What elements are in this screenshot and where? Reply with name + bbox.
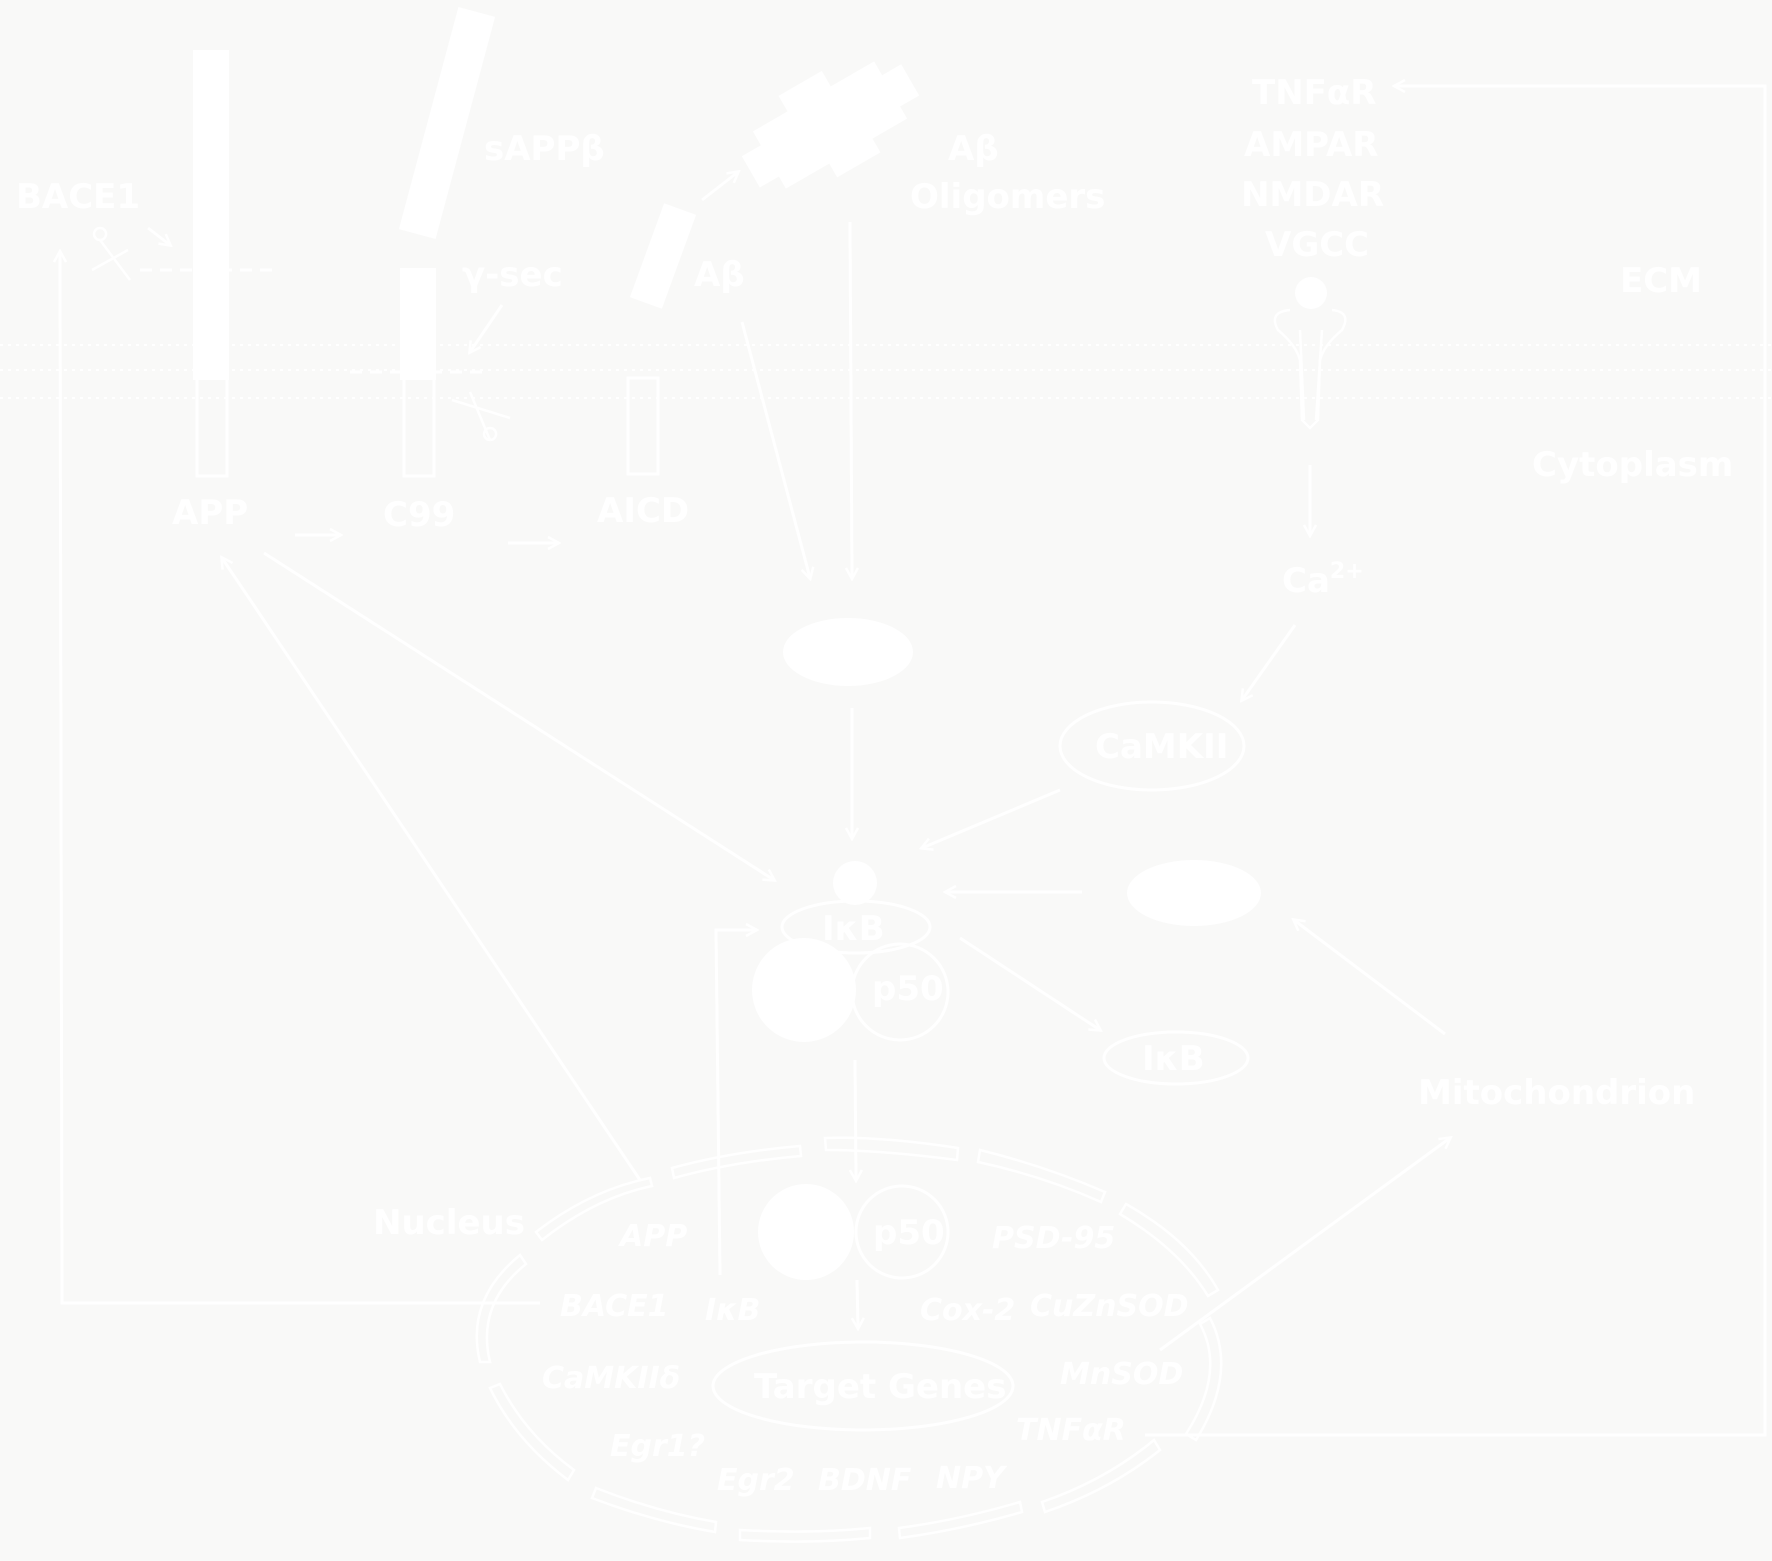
mitochondrion-label: Mitochondrion <box>1418 1073 1695 1113</box>
target-genes-label: Target Genes <box>754 1367 1006 1407</box>
ikb-free-label: IκB <box>1142 1039 1205 1079</box>
gene-cox2: Cox-2 <box>920 1293 1015 1328</box>
aicd-label: AICD <box>597 491 689 531</box>
nfkb-nuclear-dimer <box>758 1184 950 1280</box>
scissors-icon <box>91 226 131 281</box>
sapp-beta-fragment <box>398 7 496 239</box>
target-genes-ellipse <box>711 1340 1015 1432</box>
nucleus-label: Nucleus <box>373 1203 525 1243</box>
pathway-arrows <box>60 86 1767 1437</box>
ros-right-ellipse <box>1127 860 1261 926</box>
gene-egr1: Egr1? <box>610 1429 705 1464</box>
cell-membrane <box>0 344 1772 399</box>
abeta-monomer <box>629 203 697 309</box>
receptor-label-nmdar: NMDAR <box>1241 175 1384 215</box>
app-label: APP <box>172 493 248 533</box>
scissors-icon <box>451 391 511 442</box>
gene-bdnf: BDNF <box>818 1463 912 1498</box>
abeta-oligomers-label-2: Oligomers <box>910 177 1105 217</box>
gamma-secretase-label: γ-sec <box>462 255 563 295</box>
receptor-label-vgcc: VGCC <box>1265 225 1369 265</box>
ecm-label: ECM <box>1620 261 1702 301</box>
abeta-oligomers-shape <box>741 61 920 189</box>
calcium-label: Ca2+ <box>1282 559 1364 601</box>
p50-cytoplasm-label: p50 <box>872 969 944 1009</box>
sapp-beta-label: sAPPβ <box>484 129 605 169</box>
abeta-oligomers-label-1: Aβ <box>948 129 999 169</box>
p50-nucleus-label: p50 <box>873 1213 945 1253</box>
gene-egr2: Egr2 <box>717 1463 795 1498</box>
c99-protein <box>350 268 511 478</box>
ros-top-label: ROS <box>811 635 891 675</box>
gene-mnsod: MnSOD <box>1060 1357 1183 1392</box>
app-protein <box>193 50 229 478</box>
abeta-label: Aβ <box>694 255 745 295</box>
receptor-label-ampar: AMPAR <box>1244 125 1378 165</box>
gene-npy: NPY <box>936 1461 1008 1496</box>
cytoplasm-label: Cytoplasm <box>1532 445 1733 485</box>
camkii-ellipse <box>1058 700 1246 792</box>
aicd-fragment <box>626 376 660 476</box>
bace1-label: BACE1 <box>16 177 140 217</box>
receptor-label-tnfar: TNFαR <box>1252 73 1376 113</box>
gene-tnfar: TNFαR <box>1016 1413 1126 1448</box>
gene-cuznsod: CuZnSOD <box>1030 1289 1189 1324</box>
camkii-label: CaMKII <box>1095 727 1228 767</box>
ros-right-label: ROS <box>1158 876 1238 916</box>
c99-label: C99 <box>383 495 455 535</box>
ros-top-ellipse <box>783 618 913 686</box>
gene-app: APP <box>618 1219 687 1254</box>
gene-bace1: BACE1 <box>560 1289 669 1324</box>
receptor-channel-icon <box>1273 277 1347 430</box>
gene-psd95: PSD-95 <box>992 1221 1115 1256</box>
ikb-complex-label: IκB <box>822 909 885 949</box>
nfkb-ikb-complex <box>752 861 950 1042</box>
gene-camkii-delta: CaMKIIδ <box>542 1361 680 1396</box>
ikb-free-ellipse <box>1102 1030 1250 1086</box>
bace1-cleavage-site <box>91 226 280 281</box>
gene-ikb: IκB <box>705 1293 760 1328</box>
